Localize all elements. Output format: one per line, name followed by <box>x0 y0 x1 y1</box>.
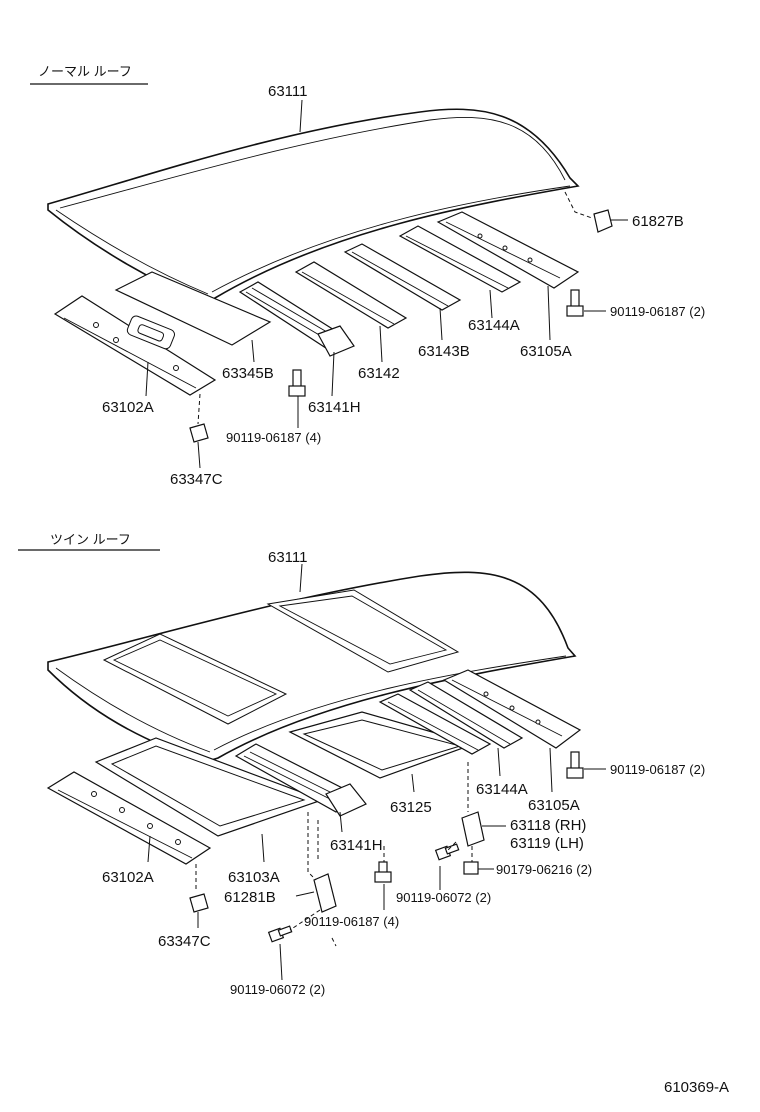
label-63347C-twin: 63347C <box>158 933 211 950</box>
label-63143B: 63143B <box>418 343 470 360</box>
pad-63345B <box>114 271 272 346</box>
bracket-63118-63119 <box>461 811 485 847</box>
bolt-90119-06187-twin-center <box>374 861 392 883</box>
label-63119-lh: 63119 (LH) <box>510 835 584 852</box>
label-63105A-twin: 63105A <box>528 797 580 814</box>
label-61827B: 61827B <box>632 213 684 230</box>
front-header-63102A-twin <box>46 771 212 865</box>
label-90119-06187-4-normal: 90119-06187 (4) <box>226 430 321 445</box>
roof-bows-normal <box>238 211 580 357</box>
label-90119-06187-2-twin: 90119-06187 (2) <box>610 762 705 777</box>
front-header-63102A <box>53 295 217 396</box>
bolt-90119-06072-twin-a <box>434 843 460 861</box>
label-90119-06187-2-normal: 90119-06187 (2) <box>610 304 705 319</box>
roof-panel-twin <box>47 571 577 763</box>
label-63141H-twin: 63141H <box>330 837 383 854</box>
label-63105A-normal: 63105A <box>520 343 572 360</box>
label-63102A-twin: 63102A <box>102 869 154 886</box>
label-63118-rh: 63118 (RH) <box>510 817 586 834</box>
nut-90179-06216-twin <box>463 861 479 875</box>
label-63142: 63142 <box>358 365 400 382</box>
clip-63347C-twin <box>189 893 209 913</box>
label-61281B: 61281B <box>224 889 276 906</box>
bracket-61281B <box>313 873 337 913</box>
label-63144A-normal: 63144A <box>468 317 520 334</box>
bolt-90119-06187-twin-rh <box>566 751 584 779</box>
roof-bows-twin <box>234 669 582 817</box>
label-63141H-normal: 63141H <box>308 399 361 416</box>
bolt-90119-06187-normal-rh <box>566 289 584 317</box>
dash-63347C-normal <box>197 393 201 425</box>
label-63347C-normal: 63347C <box>170 471 223 488</box>
label-63111-normal: 63111 <box>268 83 308 100</box>
bolt-90119-06072-twin-b <box>267 925 293 943</box>
label-90119-06072-2-a: 90119-06072 (2) <box>396 890 491 905</box>
label-90119-06187-4-twin: 90119-06187 (4) <box>304 914 399 929</box>
figure-id: 610369-A <box>664 1079 729 1096</box>
bolt-90119-06187-normal-center <box>288 369 306 397</box>
label-63144A-twin: 63144A <box>476 781 528 798</box>
clip-63347C-normal <box>189 423 209 443</box>
label-90119-06072-2-b: 90119-06072 (2) <box>230 982 325 997</box>
label-90179-06216-2: 90179-06216 (2) <box>496 862 592 877</box>
normal-roof-section: ノーマル ルーフ <box>30 64 705 488</box>
twin-roof-header: ツイン ルーフ <box>50 532 131 547</box>
normal-roof-header: ノーマル ルーフ <box>38 64 132 79</box>
label-63103A: 63103A <box>228 869 280 886</box>
roof-panel-normal <box>47 108 580 304</box>
label-63345B: 63345B <box>222 365 274 382</box>
label-63102A-normal: 63102A <box>102 399 154 416</box>
label-63125: 63125 <box>390 799 432 816</box>
clip-61827B <box>593 209 613 233</box>
label-63111-twin: 63111 <box>268 549 308 566</box>
twin-roof-section: ツイン ルーフ <box>18 532 705 997</box>
